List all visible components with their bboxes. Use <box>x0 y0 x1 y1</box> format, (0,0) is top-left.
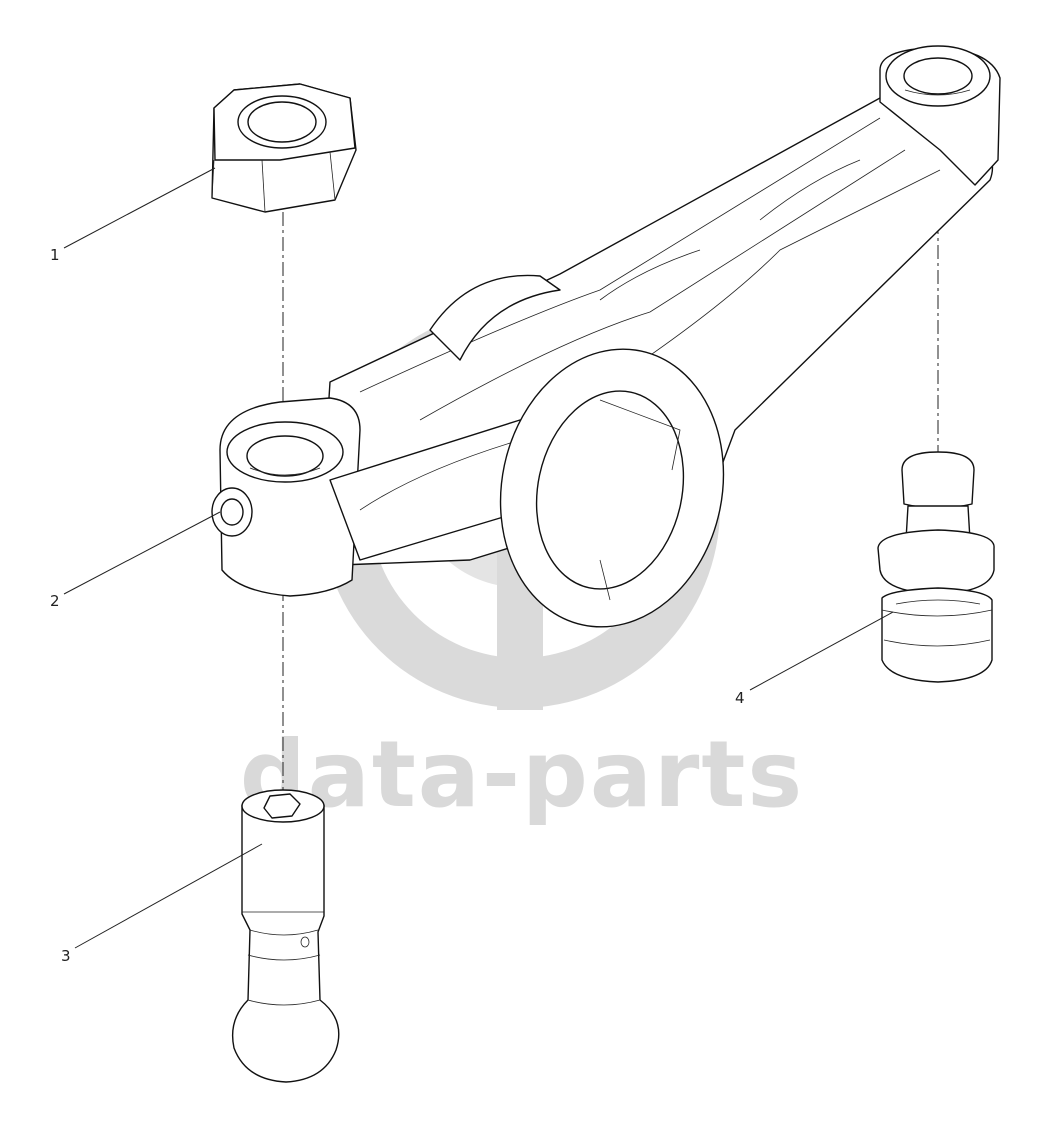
callout-3: 3 <box>61 843 263 965</box>
callout-1: 1 <box>50 167 216 264</box>
adjusting-screw <box>231 789 340 1083</box>
leader-line-4 <box>749 611 894 691</box>
pivot-pin <box>877 451 995 683</box>
rocker-arm <box>211 45 1001 628</box>
hex-nut <box>211 83 357 213</box>
callout-number-1: 1 <box>50 246 60 264</box>
callout-4: 4 <box>735 611 894 707</box>
leader-line-2 <box>63 511 221 595</box>
leader-line-1 <box>63 167 216 249</box>
callout-number-3: 3 <box>61 947 71 965</box>
watermark-text: data-parts <box>240 721 804 828</box>
leader-line-3 <box>74 843 263 949</box>
callout-number-2: 2 <box>50 592 60 610</box>
callout-2: 2 <box>50 511 221 610</box>
callout-number-4: 4 <box>735 689 745 707</box>
